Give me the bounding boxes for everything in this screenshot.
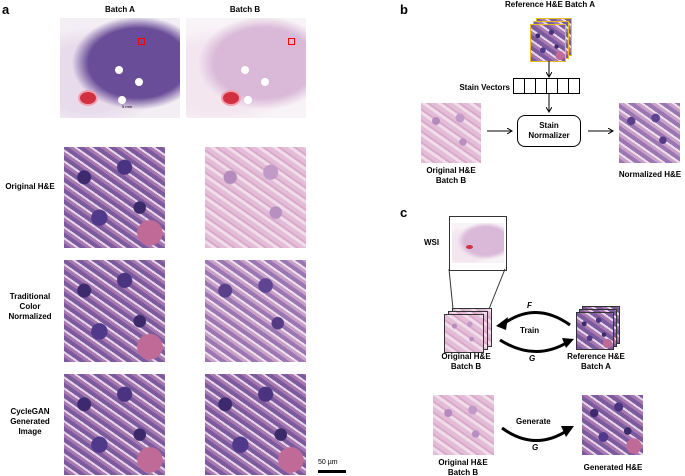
- tile-b-cyclegan: [205, 374, 306, 475]
- generated-tile: [582, 395, 643, 455]
- generate-g-label: G: [532, 443, 539, 452]
- original-tile: [421, 103, 481, 163]
- original-label: Original H&E Batch B: [426, 166, 476, 185]
- wsi-label: WSI: [424, 238, 440, 247]
- tile-a-original: [64, 147, 165, 248]
- scale-bar: [318, 470, 346, 473]
- tile-a-cyclegan: [64, 374, 165, 475]
- stain-normalizer-box: Stain Normalizer: [517, 115, 581, 147]
- reference-label-c: Reference H&E Batch A: [567, 352, 625, 371]
- original-tile-stack: [444, 314, 484, 353]
- tile-b-original: [205, 147, 306, 248]
- generated-label: Generated H&E: [583, 463, 643, 472]
- panel-c-letter: c: [400, 205, 408, 220]
- panel-b-letter: b: [400, 2, 408, 17]
- tile-b-traditional: [205, 260, 306, 362]
- row-label-original: Original H&E: [5, 182, 55, 191]
- stain-vectors-label: Stain Vectors: [459, 83, 510, 92]
- col-label-batch-a: Batch A: [105, 5, 135, 14]
- stain-normalizer-label: Stain Normalizer: [528, 121, 570, 140]
- row-label-traditional: Traditional Color Normalized: [8, 292, 52, 321]
- panel-b-arrows: [487, 61, 685, 210]
- wsi-thumbnail: [449, 216, 507, 271]
- scale-bar-label: 50 µm: [318, 459, 338, 466]
- tile-a-traditional: [64, 260, 165, 362]
- generate-label: Generate: [516, 417, 551, 426]
- original-tile-c: [433, 395, 494, 455]
- train-label: Train: [520, 326, 540, 335]
- wsi-batch-b: [186, 18, 306, 118]
- wsi-scale-label: 5 mm: [122, 104, 132, 109]
- normalized-tile: [619, 103, 680, 163]
- col-label-batch-b: Batch B: [229, 5, 261, 14]
- normalized-label: Normalized H&E: [618, 170, 682, 179]
- reference-tile-stack-c: [576, 312, 614, 350]
- panel-a-letter: a: [2, 2, 10, 17]
- g-label: G: [529, 354, 536, 363]
- wsi-batch-a: 5 mm: [60, 18, 180, 118]
- f-label: F: [527, 301, 532, 310]
- row-label-cyclegan: CycleGAN Generated Image: [10, 407, 50, 436]
- panel-c-arrows: [448, 268, 574, 442]
- original-label-c2: Original H&E Batch B: [438, 458, 488, 476]
- original-label-c: Original H&E Batch B: [441, 352, 491, 371]
- reference-tile-stack: [530, 24, 566, 62]
- reference-label: Reference H&E Batch A: [505, 0, 595, 9]
